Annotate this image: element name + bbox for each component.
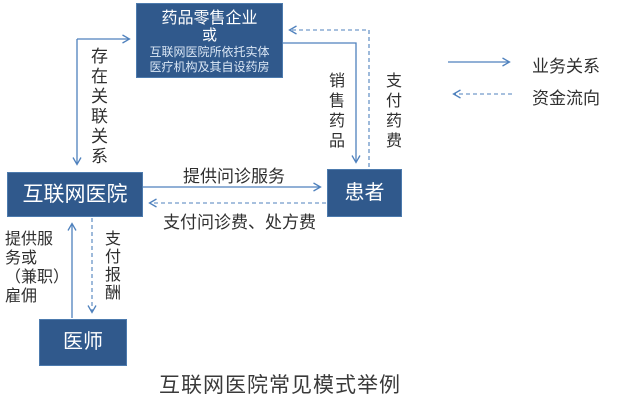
patient-box-label: 患者 <box>344 181 385 204</box>
patient-box: 患者 <box>327 169 402 217</box>
pharmacy-box-line4: 医疗机构及其自设药房 <box>149 59 270 74</box>
provide-service-label-line4: 雇佣 <box>5 288 38 305</box>
diagram-title: 互联网医院常见模式举例 <box>159 373 401 397</box>
pharmacy-box-line1: 药品零售企业 <box>161 9 258 27</box>
sell-drugs-label: 销售药品 <box>326 72 343 152</box>
pay-remuneration-label: 支付报酬 <box>102 230 119 302</box>
pay-consult-label: 支付问诊费、处方费 <box>163 213 316 232</box>
hospital-box: 互联网医院 <box>7 172 143 217</box>
pharmacy-box: 药品零售企业 或 互联网医院所依托实体 医疗机构及其自设药房 <box>136 3 283 78</box>
provide-service-label-line3: （兼职） <box>5 269 70 286</box>
provide-service-label: 提供服 务或 （兼职） 雇佣 <box>5 230 77 306</box>
doctor-box-label: 医师 <box>63 331 103 353</box>
legend-business-label: 业务关系 <box>532 57 600 76</box>
provide-service-label-line1: 提供服 <box>5 231 54 248</box>
provide-service-label-line2: 务或 <box>5 250 38 267</box>
pharmacy-box-line3: 互联网医院所依托实体 <box>149 44 270 59</box>
pay-drug-fee-label: 支付药费 <box>383 72 400 152</box>
doctor-box: 医师 <box>39 319 127 366</box>
legend-funds-label: 资金流向 <box>532 89 600 108</box>
pharmacy-box-line2: 或 <box>201 27 217 44</box>
hospital-box-label: 互联网医院 <box>22 182 128 207</box>
provide-consult-label: 提供问诊服务 <box>183 167 285 186</box>
association-label: 存在关联关系 <box>88 47 107 167</box>
